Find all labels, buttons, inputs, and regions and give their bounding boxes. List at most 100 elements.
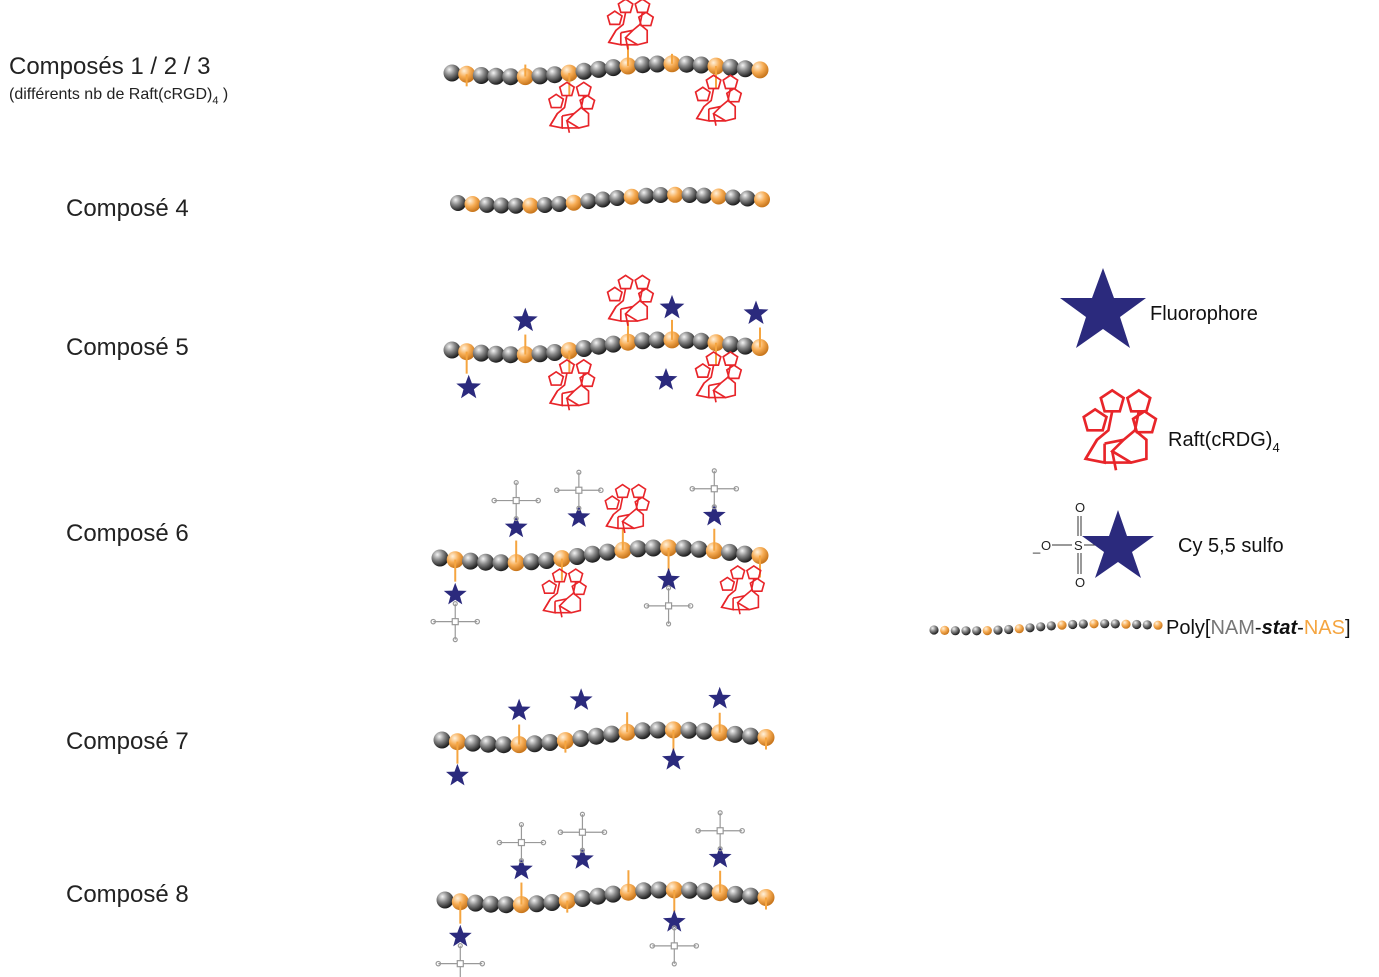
compound-label-4: Composé 4	[66, 195, 189, 222]
nam-bead	[575, 62, 593, 80]
compound-label-8: Composé 8	[66, 881, 189, 908]
nam-bead	[681, 881, 699, 899]
legend-fluorophore-label: Fluorophore	[1150, 303, 1258, 325]
nam-bead	[692, 56, 710, 74]
nam-bead	[680, 721, 698, 739]
nam-bead	[531, 67, 549, 85]
nam-bead	[443, 341, 461, 359]
sulfo-group-icon	[496, 821, 547, 864]
sulfo-group-icon	[435, 943, 486, 977]
sulfo-minus: _	[1032, 539, 1041, 554]
nam-bead	[433, 731, 451, 749]
fluorophore-star-icon	[510, 857, 533, 880]
nas-bead	[553, 550, 571, 568]
nam-bead	[479, 735, 497, 753]
nam-bead	[495, 736, 513, 754]
legend-cy55-star-icon	[1082, 510, 1154, 578]
fluorophore-star-icon	[654, 368, 678, 390]
nam-bead	[726, 725, 744, 743]
nam-bead	[580, 193, 597, 210]
nam-bead	[1036, 622, 1046, 632]
nam-bead	[695, 722, 713, 740]
nas-bead	[707, 57, 725, 75]
nam-bead	[1004, 624, 1014, 635]
nas-bead	[751, 61, 769, 79]
nas-bead	[565, 194, 582, 211]
compound-label-1-2-3: Composés 1 / 2 / 3	[9, 53, 210, 80]
nam-bead	[583, 545, 601, 563]
nam-bead	[634, 722, 652, 740]
legend-poly-dash-2: -	[1297, 617, 1304, 639]
fluorophore-star-icon	[659, 294, 685, 319]
fluorophore-star-icon	[569, 688, 593, 710]
nam-bead	[482, 895, 500, 913]
nam-bead	[546, 66, 564, 84]
polymer-compound-4	[450, 186, 770, 214]
sulfo-s-atom: S	[1074, 538, 1083, 553]
nam-bead	[502, 346, 520, 364]
nam-bead	[590, 337, 608, 355]
polymer-compound-6	[430, 468, 769, 643]
nam-bead	[652, 187, 669, 203]
sulfo-group-icon	[557, 811, 608, 853]
nam-bead	[650, 881, 668, 899]
nam-bead	[736, 337, 754, 355]
nam-bead	[929, 625, 939, 635]
nam-bead	[721, 543, 738, 561]
sulfo-o-bottom: O	[1075, 575, 1085, 590]
nas-bead	[940, 625, 950, 636]
polymer-compound-5	[443, 274, 769, 412]
nam-bead	[725, 189, 741, 206]
nam-bead	[477, 553, 495, 571]
fluorophore-star-icon	[567, 505, 591, 527]
nas-bead	[458, 65, 476, 83]
nam-bead	[487, 67, 505, 85]
nam-bead	[528, 895, 546, 913]
nam-bead	[678, 55, 696, 73]
nas-bead	[1121, 619, 1131, 629]
raft-crgd-icon	[694, 351, 743, 404]
nam-bead	[736, 545, 754, 563]
legend-poly-stat: stat	[1262, 617, 1299, 639]
nas-bead	[757, 729, 775, 746]
nam-bead	[575, 340, 593, 357]
legend: Fluorophore Raft(cRDG)4 _ O S O O Cy 5,5…	[1032, 268, 1351, 639]
compound-sublabel-subscript: 4	[212, 95, 218, 107]
nam-bead	[972, 626, 982, 636]
nam-bead	[1100, 619, 1110, 629]
raft-crgd-icon	[548, 358, 596, 412]
fluorophore-star-icon	[702, 503, 726, 526]
nam-bead	[493, 197, 510, 214]
sulfo-group-icon	[695, 810, 745, 852]
nam-bead	[487, 345, 505, 363]
nam-bead	[472, 67, 490, 84]
nas-bead	[558, 892, 576, 910]
nas-bead	[556, 732, 574, 750]
legend-polymer-label: Poly[NAM-stat-NAS]	[1166, 617, 1351, 639]
sulfo-group-icon	[554, 469, 604, 511]
nam-bead	[950, 626, 960, 636]
nam-bead	[472, 344, 490, 362]
nam-bead	[497, 896, 515, 914]
legend-poly-nam: NAM	[1210, 617, 1254, 639]
nam-bead	[464, 734, 482, 752]
nam-bead	[736, 60, 754, 78]
nam-bead	[443, 64, 461, 82]
nam-bead	[590, 60, 608, 78]
nam-bead	[531, 345, 549, 363]
nam-bead	[638, 187, 655, 204]
sulfo-o-left: O	[1041, 538, 1051, 553]
nam-bead	[574, 890, 592, 907]
legend-raft-label: Raft(cRDG)4	[1168, 429, 1280, 455]
nam-bead	[1110, 619, 1120, 629]
nam-bead	[722, 58, 740, 76]
nam-bead	[1078, 619, 1088, 629]
fluorophore-star-icon	[662, 909, 686, 932]
nam-bead	[479, 196, 495, 213]
nam-bead	[629, 540, 647, 558]
nas-bead	[1089, 619, 1099, 629]
fluorophore-star-icon	[743, 300, 769, 324]
nam-bead	[462, 552, 479, 570]
nam-bead	[589, 887, 607, 905]
nam-bead	[568, 548, 586, 565]
